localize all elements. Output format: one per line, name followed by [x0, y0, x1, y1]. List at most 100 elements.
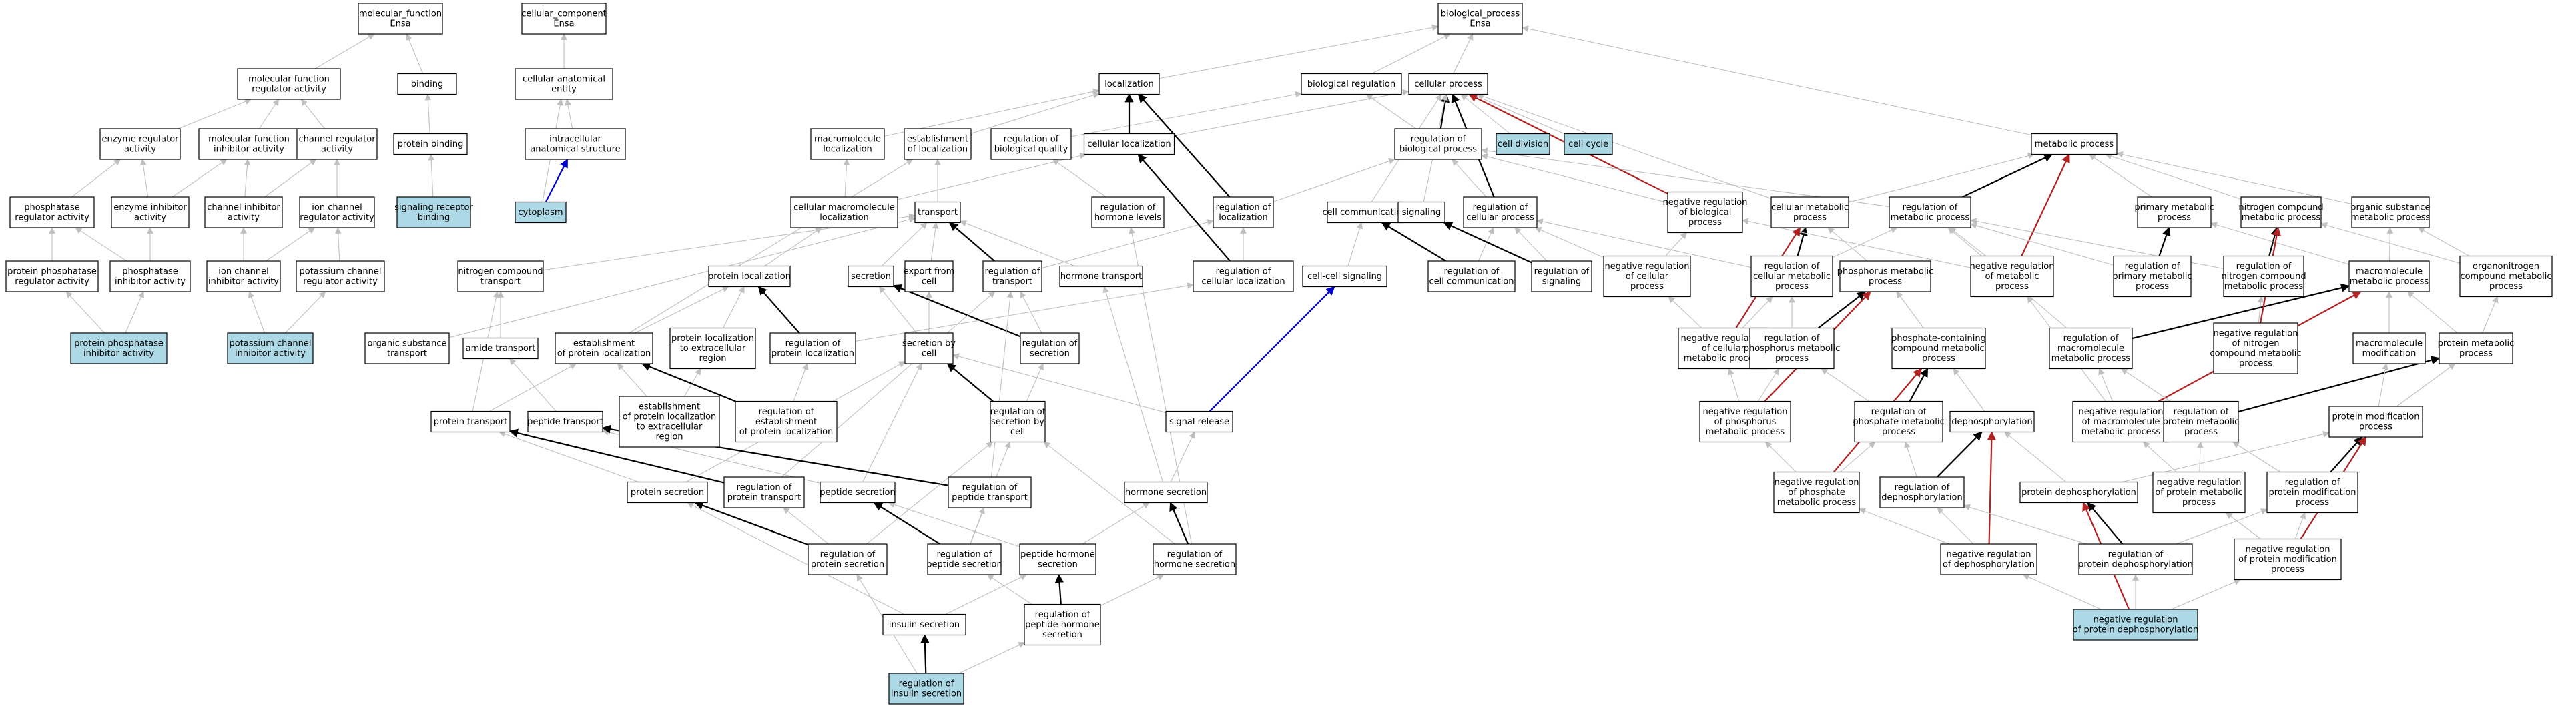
go-term-node[interactable]: secretion: [848, 265, 894, 288]
go-term-node[interactable]: metabolic process: [2031, 133, 2118, 155]
go-term-node[interactable]: cell division: [1496, 133, 1550, 155]
go-term-node[interactable]: signal release: [1165, 410, 1233, 433]
go-term-node[interactable]: cytoplasm: [515, 201, 567, 224]
go-term-node[interactable]: insulin secretion: [882, 613, 966, 636]
go-term-node[interactable]: protein secretion: [627, 481, 708, 504]
go-term-node[interactable]: hormone transport: [1059, 265, 1143, 288]
go-term-node[interactable]: cell communication: [1322, 201, 1407, 224]
go-term-node[interactable]: protein transport: [430, 410, 511, 433]
go-term-node[interactable]: dephosphorylation: [1949, 410, 2035, 433]
go-term-node[interactable]: binding: [397, 73, 457, 95]
go-term-node[interactable]: protein dephosphorylation: [2019, 481, 2138, 504]
go-term-node[interactable]: peptide secretion: [820, 481, 896, 504]
go-term-node[interactable]: biological regulation: [1301, 73, 1402, 95]
go-term-node[interactable]: hormone secretion: [1124, 481, 1208, 504]
go-term-node[interactable]: protein binding: [393, 133, 468, 155]
go-term-node[interactable]: cellular process: [1408, 73, 1488, 95]
go-term-node[interactable]: signaling: [1397, 201, 1445, 224]
go-term-node[interactable]: peptide transport: [527, 410, 603, 433]
go-term-node[interactable]: cellular localization: [1083, 133, 1175, 155]
go-term-node[interactable]: protein localization: [708, 265, 791, 288]
go-term-node[interactable]: amide transport: [462, 337, 539, 360]
go-term-node[interactable]: localization: [1098, 73, 1160, 95]
